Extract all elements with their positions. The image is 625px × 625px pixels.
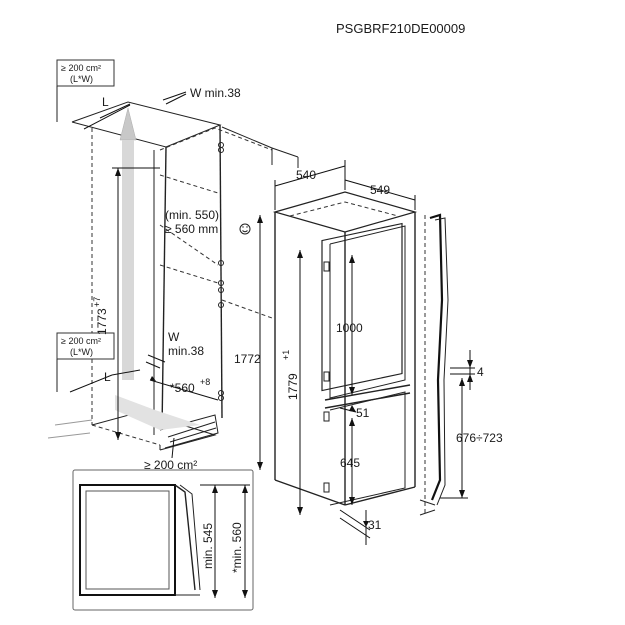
vent-bottom-formula: (L*W) bbox=[70, 347, 93, 357]
dim-lower-door: 645 bbox=[340, 418, 360, 505]
detail-section: min. 545 *min. 560 bbox=[72, 469, 254, 611]
vent-top-formula: (L*W) bbox=[70, 74, 93, 84]
min-560-value: *min. 560 bbox=[230, 522, 244, 573]
gap-51-value: 51 bbox=[356, 406, 370, 420]
vent-top-area: ≥ 200 cm² bbox=[61, 63, 101, 73]
gap-4-value: 4 bbox=[477, 365, 484, 379]
cabinet-niche bbox=[47, 101, 299, 451]
plinth-vent-label: ≥ 200 cm² bbox=[144, 458, 197, 472]
product-code: PSGBRF210DE00009 bbox=[336, 21, 465, 36]
upper-door-value: 1000 bbox=[336, 321, 363, 335]
gap-31-value: 31 bbox=[368, 518, 382, 532]
vent-bottom-label: ≥ 200 cm² (L*W) bbox=[56, 332, 115, 392]
label-L-top: L bbox=[102, 95, 109, 109]
niche-width-tol: +8 bbox=[200, 377, 210, 387]
min-545-value: min. 545 bbox=[201, 523, 215, 569]
vent-bottom-area: ≥ 200 cm² bbox=[61, 336, 101, 346]
niche-height-value: 1773 bbox=[95, 308, 109, 335]
niche-height-tol: +7 bbox=[92, 297, 102, 307]
vent-top-label: ≥ 200 cm² (L*W) bbox=[56, 59, 115, 122]
appliance-height-value: 1779 bbox=[286, 373, 300, 400]
dim-niche-height: 1773 +7 bbox=[92, 167, 160, 440]
niche-width-value: *560 bbox=[170, 381, 195, 395]
cabinet-height-value: 1772 bbox=[234, 352, 261, 366]
label-W-mid: W bbox=[168, 330, 180, 344]
door-strip-profile bbox=[419, 213, 449, 516]
appliance-height-tol: +1 bbox=[281, 350, 291, 360]
fridge-appliance bbox=[272, 191, 418, 506]
label-W-top: W min.38 bbox=[190, 86, 241, 100]
depth-min-550: (min. 550) bbox=[165, 208, 219, 222]
smiley-icon bbox=[239, 223, 251, 235]
depth-min-560: ≥ 560 mm bbox=[165, 222, 218, 236]
dim-range: 676÷723 bbox=[440, 378, 503, 499]
range-value: 676÷723 bbox=[456, 431, 503, 445]
dim-gap-4: 4 bbox=[450, 350, 484, 390]
lower-door-value: 645 bbox=[340, 456, 360, 470]
dim-cabinet-height: 1772 bbox=[234, 215, 263, 470]
label-W-mid-min: min.38 bbox=[168, 344, 204, 358]
dim-upper-door: 1000 bbox=[336, 255, 363, 395]
dim-gap-31: 31 bbox=[339, 509, 382, 545]
dim-appliance-height: 1779 +1 bbox=[281, 250, 303, 515]
